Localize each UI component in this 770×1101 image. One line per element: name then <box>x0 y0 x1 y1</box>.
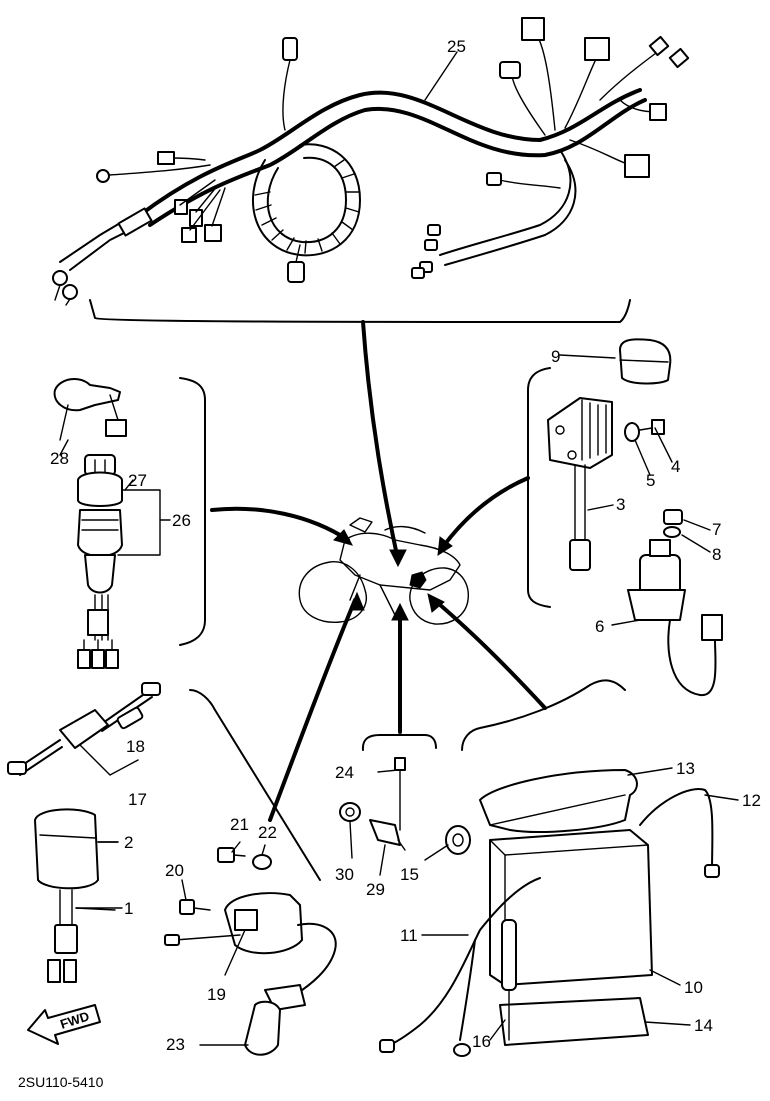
label-10: 10 <box>684 978 703 997</box>
label-26: 26 <box>172 511 191 530</box>
label-23: 23 <box>166 1035 185 1054</box>
leader-lines <box>59 354 739 1046</box>
label-5: 5 <box>646 471 655 490</box>
main-switch-group <box>53 377 206 669</box>
label-9: 9 <box>551 347 560 366</box>
regulator-relay-group <box>527 338 723 697</box>
label-30: 30 <box>335 865 354 884</box>
label-28: 28 <box>50 449 69 468</box>
label-22: 22 <box>258 823 277 842</box>
battery-group <box>379 679 720 1057</box>
label-21: 21 <box>230 815 249 834</box>
wire-harness <box>52 17 690 323</box>
label-19: 19 <box>207 985 226 1004</box>
assembly-arrows <box>210 320 547 822</box>
label-2: 2 <box>124 833 133 852</box>
label-11: 11 <box>400 926 418 945</box>
neutral-switch-group <box>339 734 471 855</box>
ignition-coil-group <box>164 689 337 1056</box>
label-7: 7 <box>712 520 721 539</box>
label-13: 13 <box>676 759 695 778</box>
label-17: 17 <box>128 790 147 809</box>
label-15: 15 <box>400 865 419 884</box>
label-27: 27 <box>128 471 147 490</box>
label-6: 6 <box>595 617 604 636</box>
motorcycle-silhouette <box>298 517 469 625</box>
part-number-labels: 25 9 4 5 3 7 8 6 28 27 26 18 17 2 1 24 2… <box>50 37 761 1054</box>
label-24: 24 <box>335 763 354 782</box>
label-20: 20 <box>165 861 184 880</box>
label-25: 25 <box>447 37 466 56</box>
label-1: 1 <box>124 899 133 918</box>
label-16: 16 <box>472 1032 491 1051</box>
flasher-fuse-group: FWD <box>7 682 161 1045</box>
label-8: 8 <box>712 545 721 564</box>
label-12: 12 <box>742 791 761 810</box>
label-14: 14 <box>694 1016 713 1035</box>
label-29: 29 <box>366 880 385 899</box>
drawing-code: 2SU110-5410 <box>18 1074 104 1090</box>
label-18: 18 <box>126 737 145 756</box>
label-3: 3 <box>616 495 625 514</box>
label-4: 4 <box>671 457 680 476</box>
